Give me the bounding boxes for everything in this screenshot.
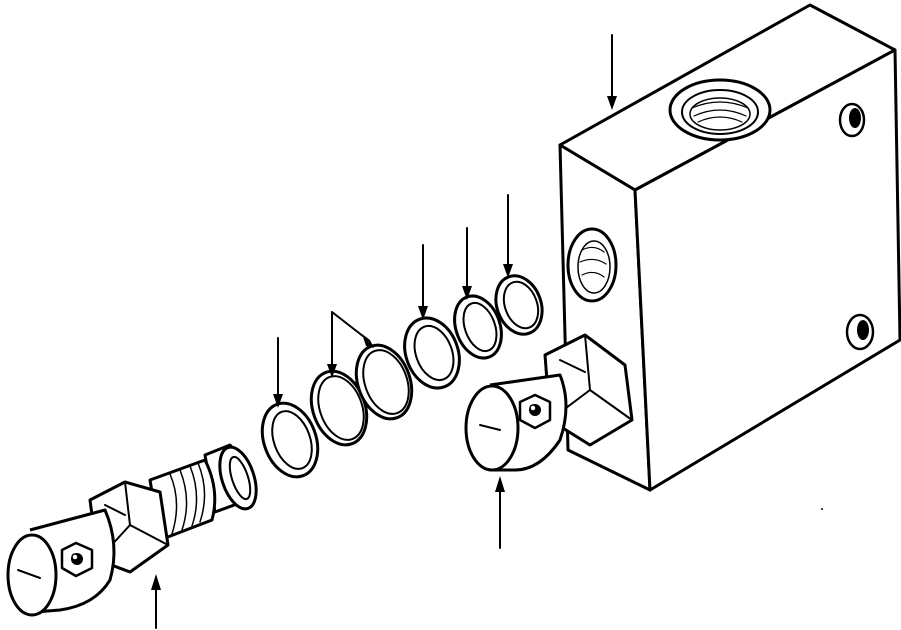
seal-ring-4 xyxy=(403,316,461,390)
seal-ring-2 xyxy=(309,369,369,447)
callout-arrow-ring-6 xyxy=(503,194,513,278)
seal-ring-5 xyxy=(453,294,503,360)
relief-cartridge-exploded xyxy=(6,443,258,617)
mounting-hole-upper xyxy=(838,102,866,138)
exploded-lock-nut xyxy=(60,541,94,578)
callout-arrow-ring-5 xyxy=(462,227,472,300)
callout-arrows xyxy=(151,34,617,629)
callout-arrow-ring-1 xyxy=(273,337,283,408)
top-threaded-port xyxy=(668,78,772,142)
callout-arrow-rings-2-3 xyxy=(327,311,374,378)
side-threaded-port xyxy=(566,227,618,303)
callout-arrow-installed-cartridge xyxy=(495,476,505,549)
relief-cartridge-installed xyxy=(464,333,634,472)
seal-ring-1 xyxy=(260,401,320,479)
callout-arrow-ring-4 xyxy=(418,244,428,320)
mounting-hole-lower xyxy=(845,313,875,351)
callout-arrow-exploded-cartridge xyxy=(151,574,161,629)
callout-arrow-block xyxy=(607,34,617,110)
seal-ring-6 xyxy=(494,274,544,336)
installed-lock-nut xyxy=(518,393,552,430)
